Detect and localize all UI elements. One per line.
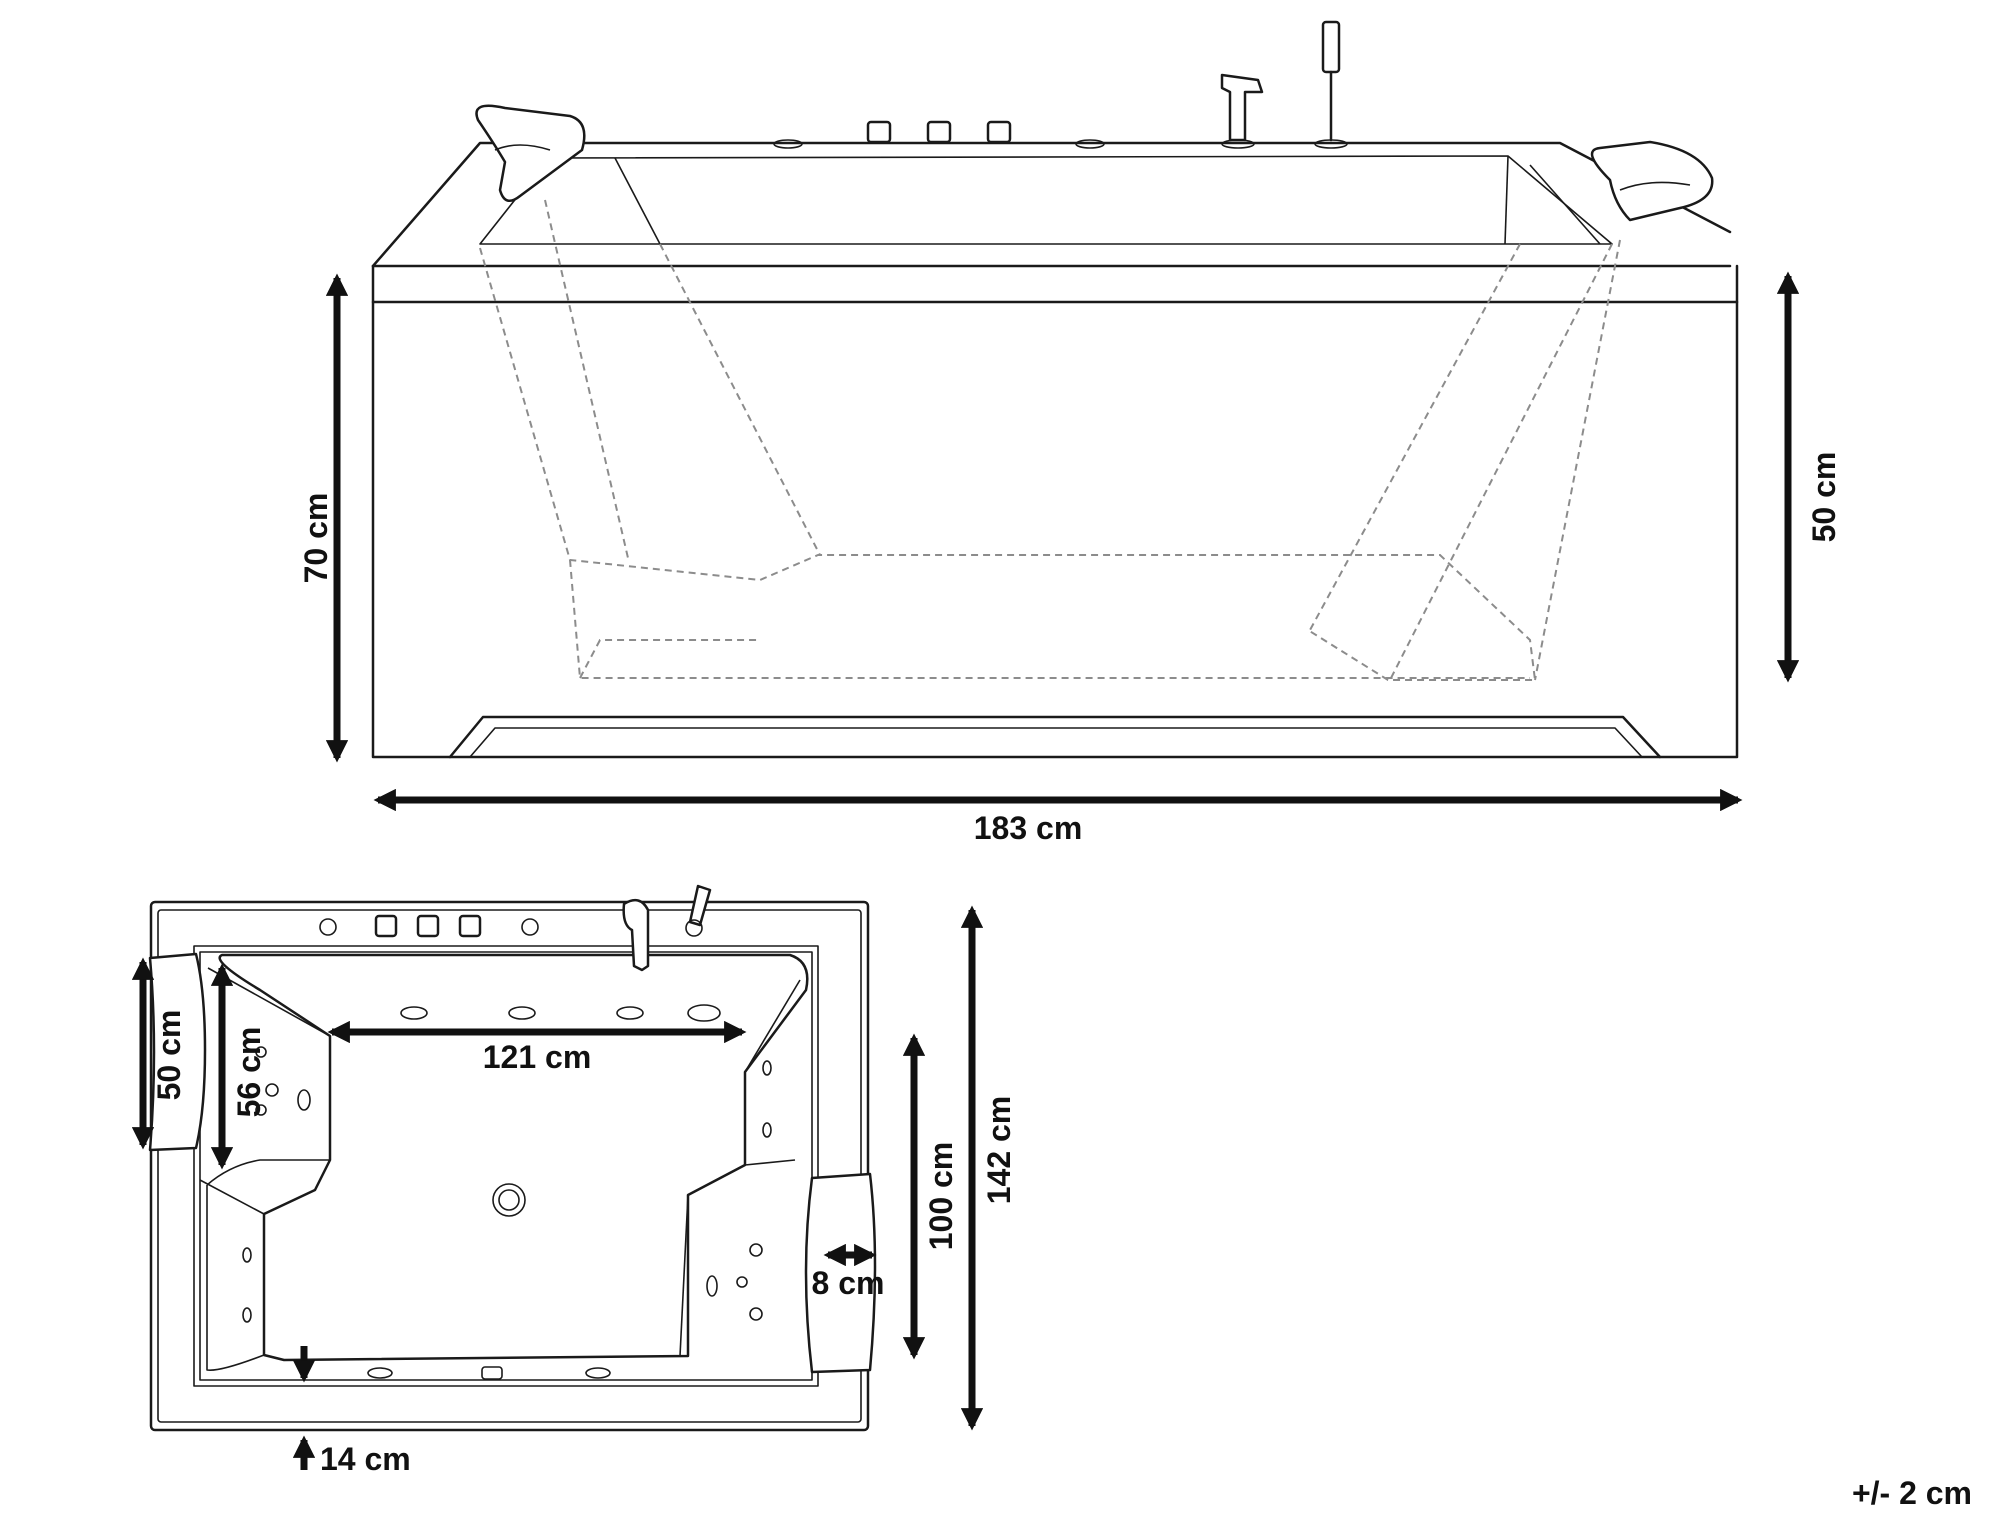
dim-top-inner-width: 100 cm — [902, 1033, 959, 1360]
dim-side-height-total: 70 cm — [298, 273, 349, 763]
dim-side-length: 183 cm — [373, 788, 1743, 846]
label-top-total-width: 142 cm — [981, 1096, 1017, 1205]
label-top-seat-depth: 56 cm — [231, 1027, 267, 1118]
dim-top-inner-length: 121 cm — [327, 1020, 747, 1075]
label-top-inner-length: 121 cm — [483, 1039, 592, 1075]
label-side-height-total: 70 cm — [298, 493, 334, 584]
dim-side-height-inner: 50 cm — [1776, 271, 1842, 683]
label-top-inner-width: 100 cm — [923, 1142, 959, 1251]
dim-top-seat-depth: 56 cm — [210, 963, 267, 1170]
drain-icon — [492, 1183, 526, 1217]
dim-top-rim: 14 cm — [292, 1346, 411, 1477]
dim-top-total-width: 142 cm — [960, 905, 1017, 1431]
label-top-headrest-width: 50 cm — [151, 1010, 187, 1101]
control-buttons-side — [773, 120, 1105, 149]
dim-top-headrest-width: 50 cm — [131, 957, 187, 1150]
label-top-headrest-depth: 8 cm — [812, 1265, 885, 1301]
label-side-height-inner: 50 cm — [1806, 452, 1842, 543]
headrest-top-right-icon — [804, 1172, 877, 1374]
label-top-rim: 14 cm — [320, 1441, 411, 1477]
faucet-top-icon — [622, 898, 650, 972]
tolerance-note: +/- 2 cm — [1852, 1475, 1972, 1511]
top-view — [148, 884, 877, 1432]
control-buttons-top — [319, 914, 539, 938]
headrest-right-icon — [1590, 140, 1714, 222]
headrest-left-icon — [475, 104, 586, 203]
hand-shower-icon — [1314, 20, 1348, 149]
faucet-icon — [1220, 73, 1264, 149]
label-side-length: 183 cm — [974, 810, 1083, 846]
side-view — [371, 20, 1739, 759]
hidden-inner-basin — [479, 199, 1621, 681]
hand-shower-top-icon — [685, 884, 712, 937]
dim-top-headrest-depth: 8 cm — [812, 1243, 885, 1301]
